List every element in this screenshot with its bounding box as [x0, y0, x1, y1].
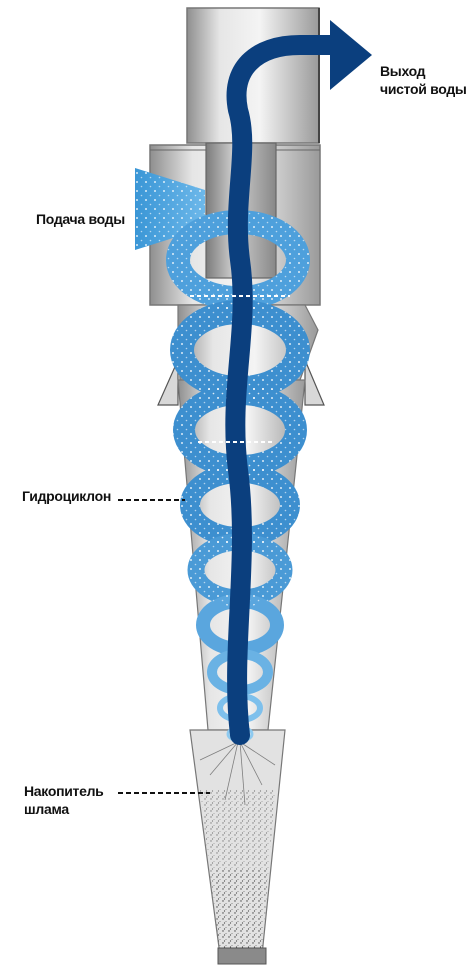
inlet-label: Подача воды — [36, 210, 125, 228]
outlet-label-line1: Выход — [380, 62, 467, 80]
sludge-label-line2: шлама — [24, 800, 103, 818]
outlet-housing — [187, 8, 319, 143]
sludge-accumulator — [190, 730, 285, 964]
sludge-label: Накопитель шлама — [24, 782, 103, 818]
outlet-label-line2: чистой воды — [380, 80, 467, 98]
outlet-arrow-head — [330, 20, 372, 90]
cyclone-label: Гидроциклон — [22, 487, 111, 505]
sludge-label-line1: Накопитель — [24, 782, 103, 800]
outlet-label: Выход чистой воды — [380, 62, 467, 98]
